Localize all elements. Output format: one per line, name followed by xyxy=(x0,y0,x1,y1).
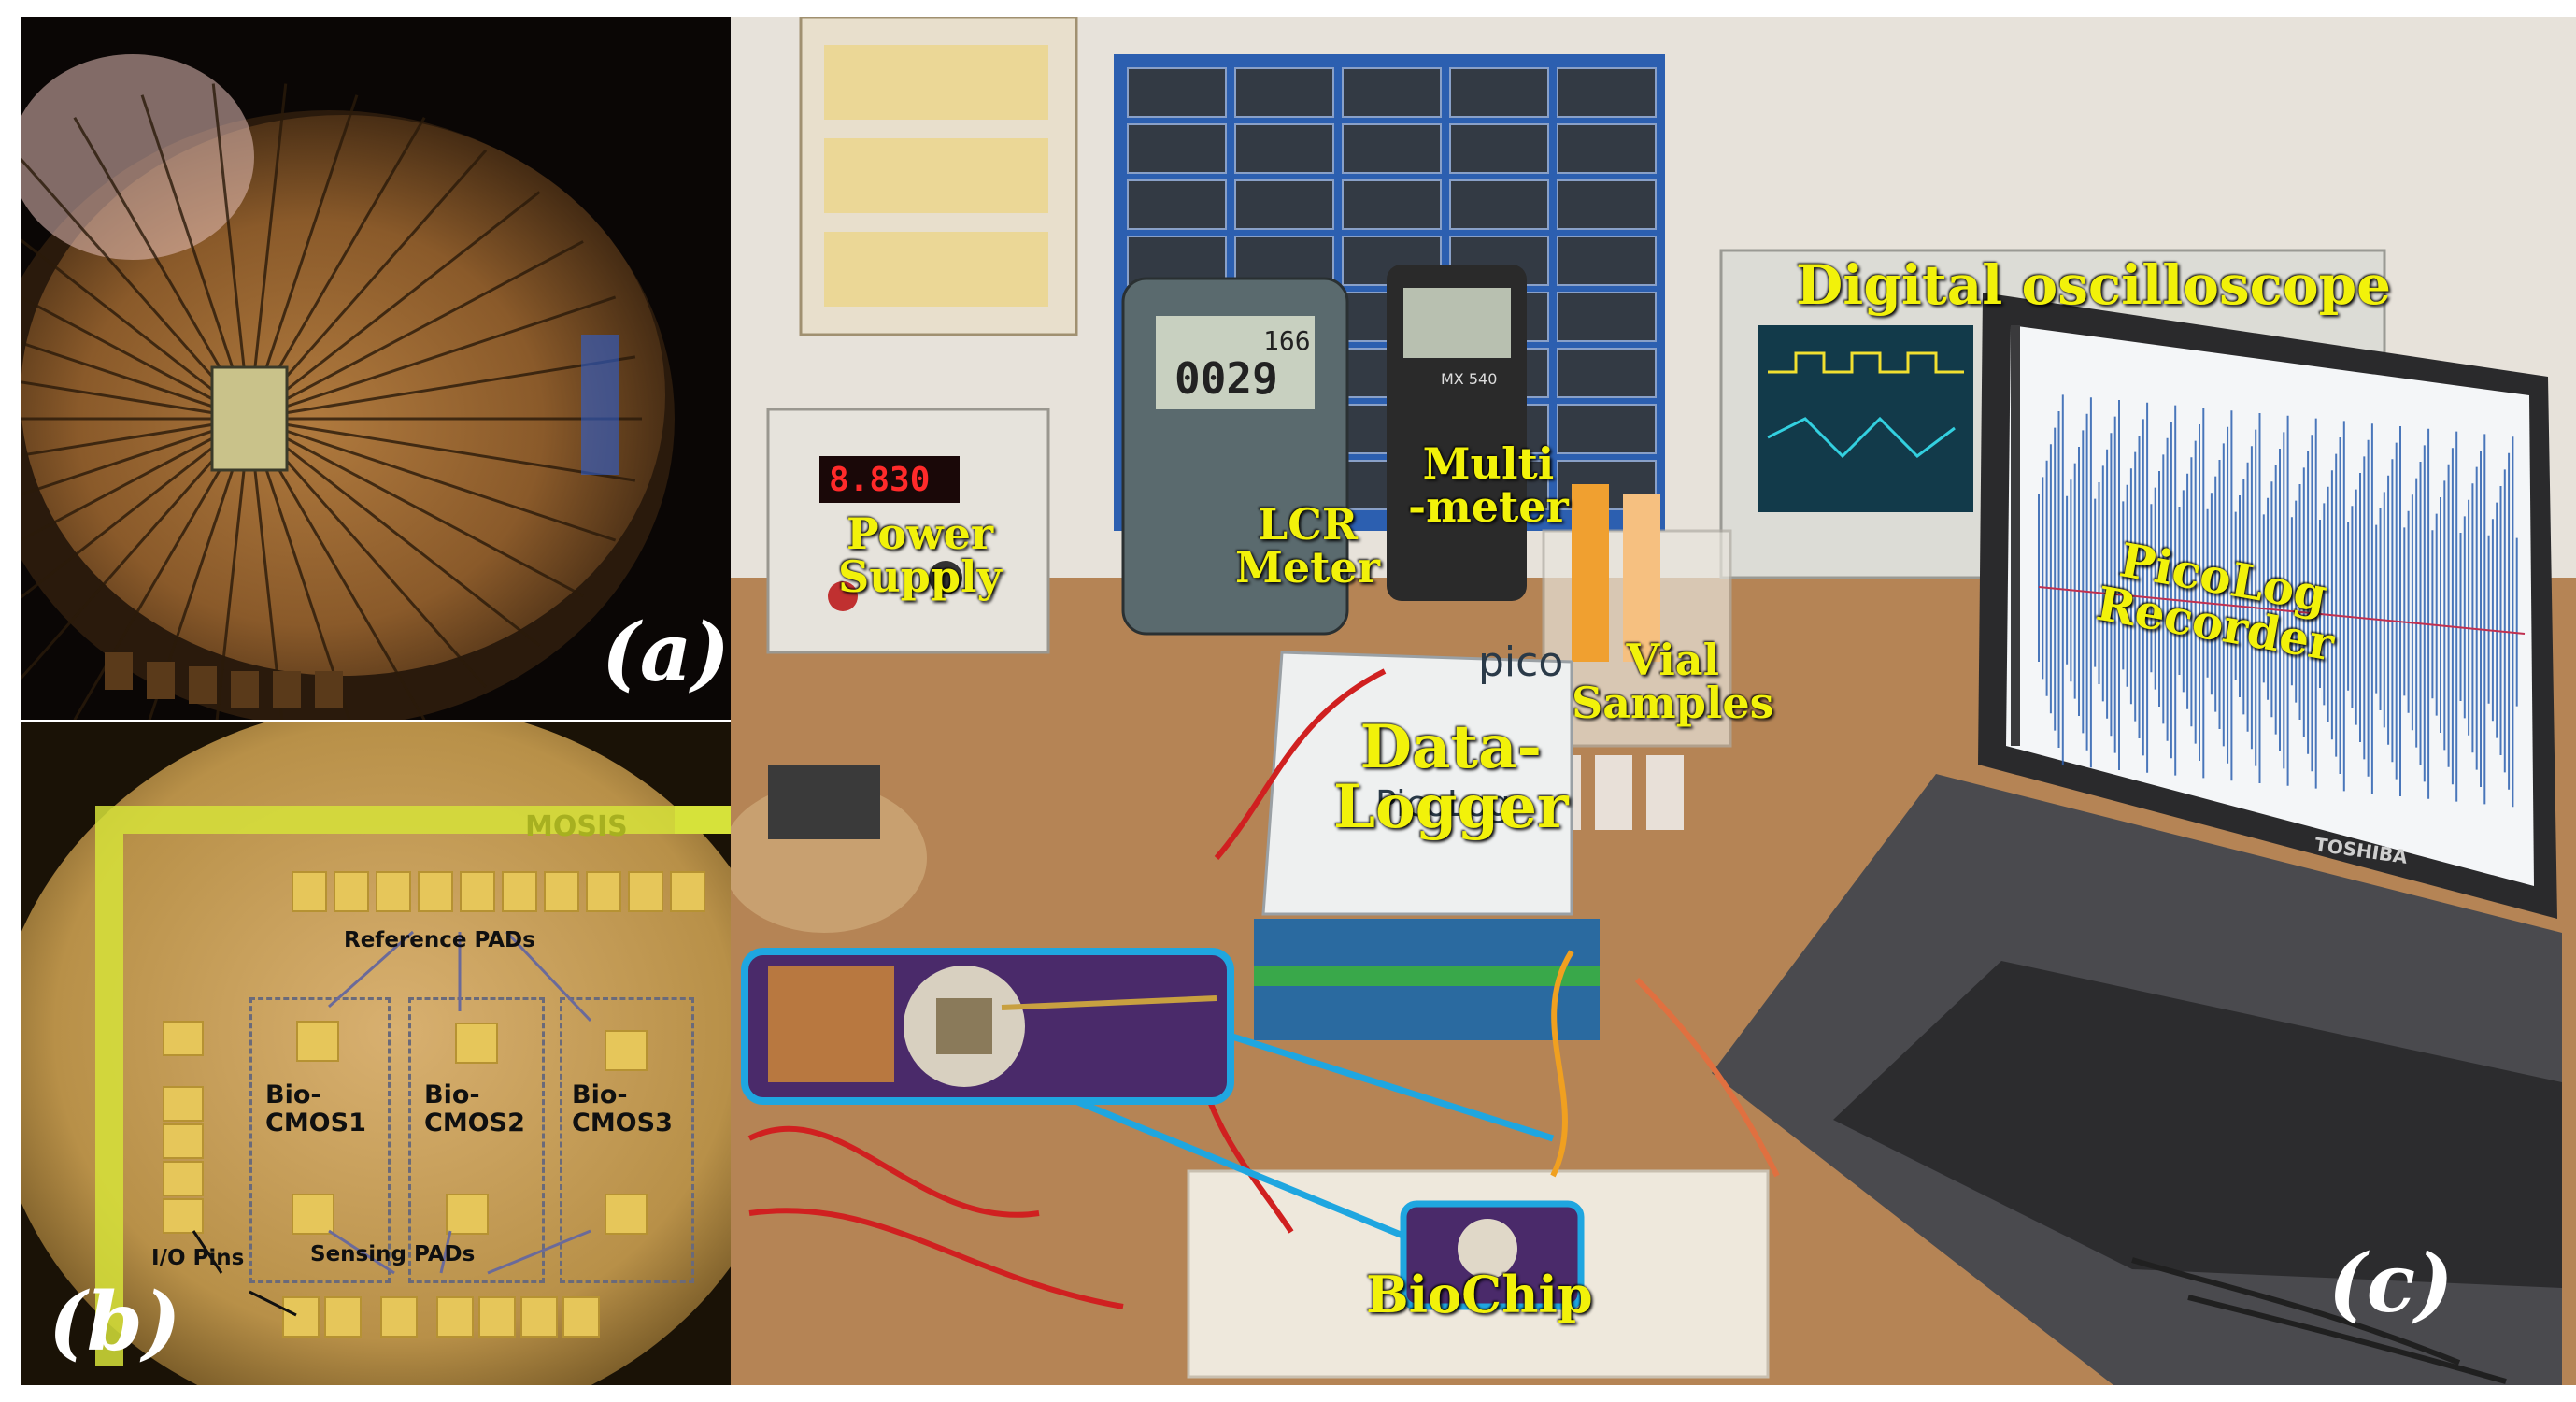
label-biochip: BioChip xyxy=(1366,1265,1593,1324)
multimeter-model: MX 540 xyxy=(1441,370,1498,388)
label-vial-samples: Vial Samples xyxy=(1572,635,1774,728)
label-sensing-pads: Sensing PADs xyxy=(310,1242,476,1266)
label-lcr-meter: LCR Meter xyxy=(1235,499,1380,593)
bio-cmos1-box xyxy=(249,997,391,1283)
label-bio-cmos2: Bio- CMOS2 xyxy=(424,1080,525,1137)
label-io-pins: I/O Pins xyxy=(151,1246,245,1270)
bio-cmos2-sensing-pad xyxy=(446,1194,489,1235)
bio-cmos2-box xyxy=(408,997,545,1283)
bio-cmos1-sensing-pad xyxy=(292,1194,334,1235)
chip-microscope-photo xyxy=(21,54,675,720)
label-multimeter: Multi -meter xyxy=(1408,438,1569,532)
drawer-unit-yellow xyxy=(799,17,1078,336)
bio-cmos1-reference-pad xyxy=(296,1021,339,1062)
pico-brand: pico xyxy=(1478,638,1564,686)
label-data-logger: Data- Logger xyxy=(1333,712,1569,842)
bio-cmos3-sensing-pad xyxy=(605,1194,648,1235)
panel-c: 166 0029 8.830 MX 540 pico PicoLog TOSHI… xyxy=(731,17,2576,1385)
chip-logo: MOSIS xyxy=(525,810,628,843)
picolog-data-logger xyxy=(1261,651,1573,916)
lcr-display-top: 166 xyxy=(1263,325,1311,356)
lcr-meter xyxy=(1121,277,1349,636)
panel-a: (a) xyxy=(21,17,749,720)
label-reference-pads: Reference PADs xyxy=(344,928,535,952)
panel-letter-b: (b) xyxy=(49,1275,181,1369)
panel-letter-a: (a) xyxy=(602,606,731,700)
label-power-supply: Power Supply xyxy=(838,508,1003,602)
lab-setup-photo xyxy=(731,17,2576,1385)
power-supply xyxy=(766,408,1050,654)
multimeter xyxy=(1387,265,1527,601)
panel-letter-c: (c) xyxy=(2328,1237,2454,1331)
label-bio-cmos3: Bio- CMOS3 xyxy=(572,1080,673,1137)
bio-cmos2-reference-pad xyxy=(455,1023,498,1064)
chip-die xyxy=(210,365,289,472)
psu-display: 8.830 xyxy=(829,461,931,499)
bio-cmos3-box xyxy=(560,997,694,1283)
picolog-brand: PicoLog xyxy=(1375,783,1511,824)
label-bio-cmos1: Bio- CMOS1 xyxy=(265,1080,366,1137)
label-digital-oscilloscope: Digital oscilloscope xyxy=(1796,253,2392,317)
pad-arrows xyxy=(192,930,592,1317)
panel-b: MOSIS xyxy=(21,722,749,1385)
bio-cmos3-reference-pad xyxy=(605,1030,648,1071)
lcr-display-main: 0029 xyxy=(1174,353,1278,404)
